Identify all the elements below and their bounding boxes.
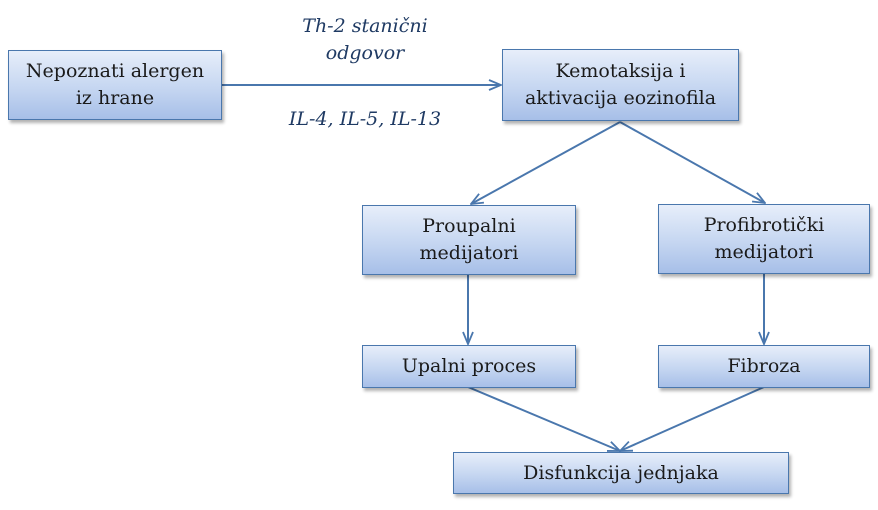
node-dysfunction: Disfunkcija jednjaka — [453, 452, 789, 494]
node-profibrotic: Profibrotički medijatori — [658, 204, 870, 274]
node-allergen: Nepoznati alergen iz hrane — [8, 50, 222, 120]
node-inflammation: Upalni proces — [362, 345, 576, 388]
arrow-inflammation-to-dysfunction — [467, 386, 620, 452]
arrow-chemotaxis-to-proinflammatory — [471, 121, 621, 204]
arrow-fibrosis-to-dysfunction — [620, 386, 765, 451]
node-fibrosis: Fibroza — [658, 345, 870, 388]
node-chemotaxis: Kemotaksija i aktivacija eozinofila — [502, 49, 739, 121]
label-interleukins: IL-4, IL-5, IL-13 — [288, 108, 442, 130]
node-proinflammatory: Proupalni medijatori — [362, 205, 576, 275]
label-th2-response: Th-2 stanični odgovor — [302, 15, 428, 64]
arrow-chemotaxis-to-profibrotic — [619, 121, 765, 203]
